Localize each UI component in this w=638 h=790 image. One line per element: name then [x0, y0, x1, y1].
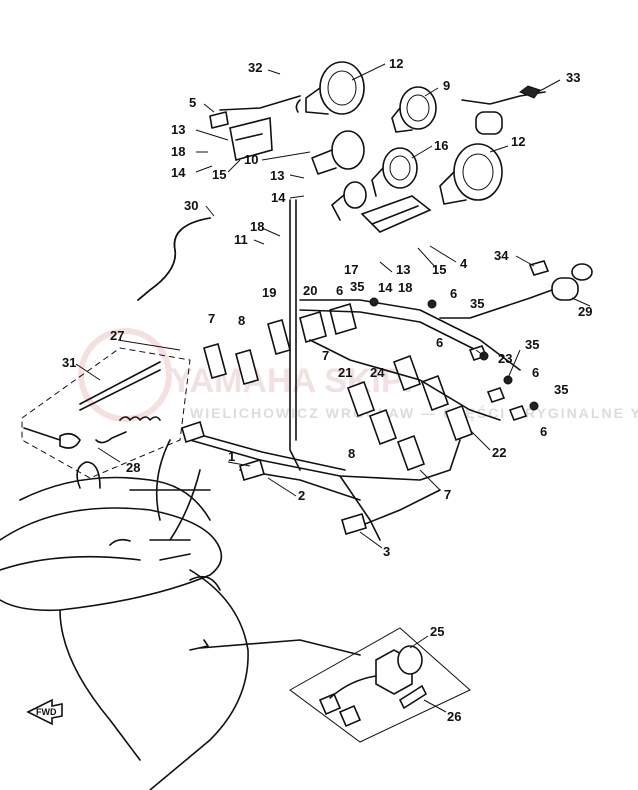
fwd-arrow: FWD: [26, 698, 63, 726]
callout-15: 15: [212, 167, 226, 182]
callout-12: 12: [389, 56, 403, 71]
callout-8: 8: [238, 313, 245, 328]
callout-6e: 6: [540, 424, 547, 439]
callout-labels: 32 12 9 33 5 13 18 14 15 10 16 12 13 14 …: [62, 56, 592, 724]
callout-32: 32: [248, 60, 262, 75]
callout-10: 10: [244, 152, 258, 167]
callout-35: 35: [350, 279, 364, 294]
callout-4: 4: [460, 256, 468, 271]
switch-group: [203, 302, 474, 472]
callout-21: 21: [338, 365, 352, 380]
callout-16: 16: [434, 138, 448, 153]
callout-18b: 18: [250, 219, 264, 234]
inset-27-28-31: [21, 347, 191, 479]
right-gauge: [439, 143, 503, 205]
bulbs-right: [369, 297, 539, 421]
callout-6b: 6: [450, 286, 457, 301]
callout-6d: 6: [532, 365, 539, 380]
callout-34: 34: [494, 248, 509, 263]
callout-13c: 13: [396, 262, 410, 277]
callout-27: 27: [110, 328, 124, 343]
callout-14b: 14: [271, 190, 286, 205]
inset-25-26: [189, 627, 471, 743]
callout-14: 14: [171, 165, 186, 180]
connectors: [181, 420, 367, 535]
center-gauge: [371, 147, 418, 197]
callout-35b: 35: [470, 296, 484, 311]
callout-5: 5: [189, 95, 196, 110]
callout-7: 7: [208, 311, 215, 326]
callout-18c: 18: [398, 280, 412, 295]
callout-2: 2: [298, 488, 305, 503]
callout-3: 3: [383, 544, 390, 559]
callout-23: 23: [498, 351, 512, 366]
callout-29: 29: [578, 304, 592, 319]
callout-22: 22: [492, 445, 506, 460]
callout-7c: 7: [444, 487, 451, 502]
callout-13: 13: [171, 122, 185, 137]
hose-30: [137, 217, 211, 301]
callout-25: 25: [430, 624, 444, 639]
callout-35c: 35: [525, 337, 539, 352]
callout-24: 24: [370, 365, 385, 380]
component-29: [439, 263, 593, 319]
bulb-34: [528, 260, 550, 276]
callout-31: 31: [62, 355, 76, 370]
svg-text:WIELICHOWICZ WROCŁAW — CZĘŚCI: WIELICHOWICZ WROCŁAW — CZĘŚCI ORYGINALNE…: [190, 404, 638, 421]
callout-8b: 8: [348, 446, 355, 461]
meter-brackets: [209, 95, 432, 233]
harness-33: [461, 85, 546, 135]
callout-6: 6: [336, 283, 343, 298]
callout-9: 9: [443, 78, 450, 93]
callout-12b: 12: [511, 134, 525, 149]
callout-20: 20: [303, 283, 317, 298]
callout-11: 11: [234, 232, 248, 247]
callout-15b: 15: [432, 262, 446, 277]
fwd-label: FWD: [36, 707, 57, 717]
leader-lines: [75, 63, 591, 713]
callout-33: 33: [566, 70, 580, 85]
callout-7b: 7: [322, 348, 329, 363]
tachometer-gauge: [391, 86, 437, 133]
left-meter: [311, 130, 367, 221]
callout-26: 26: [447, 709, 461, 724]
callout-35d: 35: [554, 382, 568, 397]
callout-30: 30: [184, 198, 198, 213]
callout-6c: 6: [436, 335, 443, 350]
vehicle-body: [0, 439, 249, 790]
callout-13b: 13: [270, 168, 284, 183]
callout-19: 19: [262, 285, 276, 300]
callout-1: 1: [228, 449, 235, 464]
callout-14c: 14: [378, 280, 393, 295]
speedometer-gauge: [295, 61, 365, 115]
callout-17: 17: [344, 262, 358, 277]
callout-28: 28: [126, 460, 140, 475]
callout-18: 18: [171, 144, 185, 159]
wiring-harness: [189, 199, 521, 541]
